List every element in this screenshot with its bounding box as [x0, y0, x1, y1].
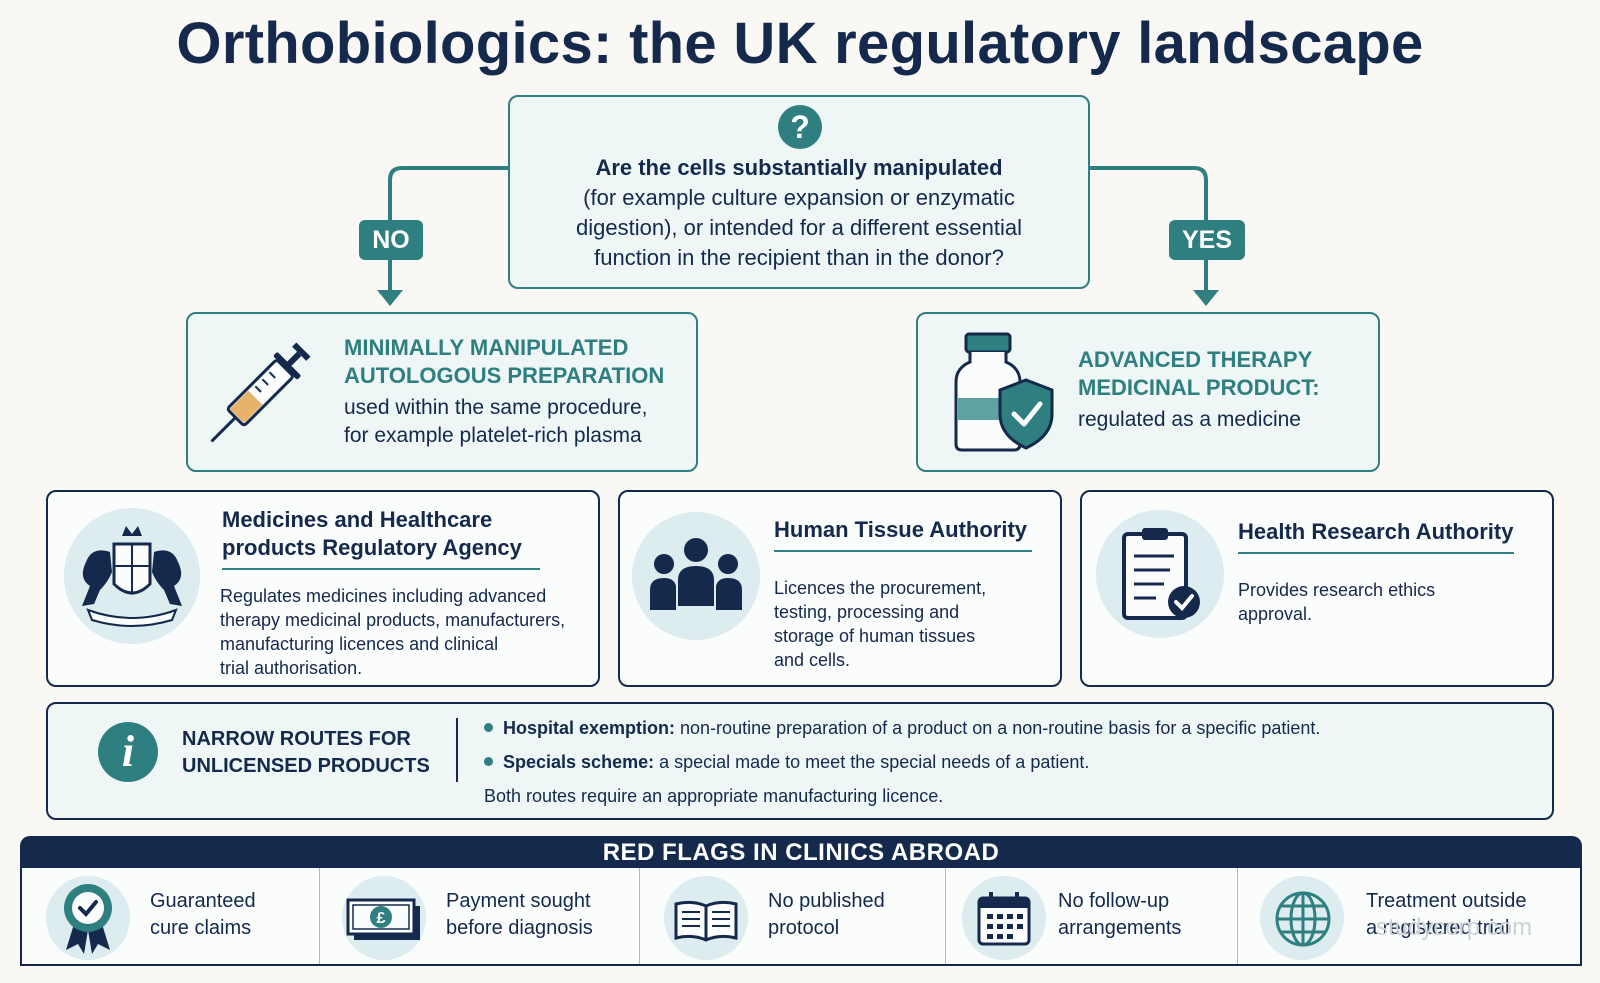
red-flag-line: a registered trial: [1366, 917, 1510, 939]
no-outcome-text: MINIMALLY MANIPULATED AUTOLOGOUS PREPARA…: [344, 334, 684, 450]
no-outcome-body: used within the same procedure,: [344, 396, 648, 419]
question-line: (for example culture expansion or enzyma…: [583, 185, 1015, 210]
hta-line: Licences the procurement,: [774, 578, 987, 598]
hta-line: storage of human tissues: [774, 626, 976, 646]
mhra-line: therapy medicinal products, manufacturer…: [220, 610, 566, 630]
mhra-title: Medicines and Healthcare products Regula…: [222, 506, 540, 570]
page-title: Orthobiologics: the UK regulatory landsc…: [176, 11, 1424, 76]
red-flag-line: No follow-up: [1058, 890, 1170, 912]
yes-outcome-body: regulated as a medicine: [1078, 408, 1301, 431]
yes-outcome-title: ADVANCED THERAPY: [1078, 347, 1313, 372]
authority-card-hra: Health Research Authority Provides resea…: [1080, 490, 1554, 687]
calendar-icon: [977, 892, 1031, 946]
mhra-description: Regulates medicines including advanced t…: [220, 584, 592, 680]
red-flag-line: Guaranteed: [150, 890, 256, 912]
hra-line: Provides research ethics: [1238, 580, 1436, 600]
globe-icon: [1275, 891, 1331, 947]
banknotes-pound-icon: £: [346, 898, 420, 940]
red-flag-text: Payment sought before diagnosis: [446, 888, 593, 942]
no-branch-label: NO: [359, 220, 423, 260]
yes-outcome-text: ADVANCED THERAPY MEDICINAL PRODUCT: regu…: [1078, 346, 1368, 436]
route-item-hospital-exemption: Hospital exemption: non-routine preparat…: [484, 718, 1320, 739]
red-flag-item: £ Payment sought before diagnosis: [320, 868, 640, 964]
red-flag-text: Guaranteed cure claims: [150, 888, 256, 942]
hra-title-line: Health Research Authority: [1238, 518, 1514, 554]
question-lead: Are the cells substantially manipulated: [595, 155, 1003, 180]
route-label: Specials scheme:: [503, 752, 655, 772]
red-flag-line: protocol: [768, 917, 840, 939]
outcome-minimally-manipulated: MINIMALLY MANIPULATED AUTOLOGOUS PREPARA…: [186, 312, 698, 472]
info-icon: i: [98, 722, 158, 782]
decision-question-box: ? Are the cells substantially manipulate…: [508, 95, 1090, 289]
question-line: digestion), or intended for a different …: [576, 215, 1022, 240]
watermark: studycorp.com: [1376, 914, 1533, 941]
hta-line: and cells.: [774, 650, 851, 670]
red-flag-line: cure claims: [150, 917, 252, 939]
award-ribbon-check-icon: [64, 884, 112, 954]
unlicensed-routes-panel: i NARROW ROUTES FOR UNLICENSED PRODUCTS …: [46, 702, 1554, 820]
royal-coat-of-arms-icon: [82, 526, 182, 627]
hta-line: testing, processing and: [774, 602, 960, 622]
red-flags-heading: RED FLAGS IN CLINICS ABROAD: [20, 836, 1582, 870]
clipboard-check-icon: [1122, 528, 1200, 620]
yes-outcome-title: MEDICINAL PRODUCT:: [1078, 375, 1320, 400]
route-text: a special made to meet the special needs…: [654, 752, 1090, 772]
red-flag-text: Treatment outside a registered trial: [1366, 888, 1526, 942]
route-item-specials-scheme: Specials scheme: a special made to meet …: [484, 752, 1089, 773]
hta-title: Human Tissue Authority: [774, 516, 1032, 552]
red-flag-item: No follow-up arrangements: [946, 868, 1238, 964]
red-flag-text: No published protocol: [768, 888, 885, 942]
red-flag-line: Treatment outside: [1366, 890, 1527, 912]
red-flag-item: Guaranteed cure claims: [22, 868, 320, 964]
routes-divider: [456, 718, 458, 782]
hra-title: Health Research Authority: [1238, 518, 1514, 554]
mhra-line: manufacturing licences and clinical: [220, 634, 499, 654]
question-line: function in the recipient than in the do…: [594, 245, 1004, 270]
routes-heading: NARROW ROUTES FOR UNLICENSED PRODUCTS: [182, 726, 430, 780]
routes-note: Both routes require an appropriate manuf…: [484, 786, 944, 806]
red-flag-line: before diagnosis: [446, 917, 593, 939]
mhra-title-line: products Regulatory Agency: [222, 534, 540, 570]
routes-heading-line: NARROW ROUTES FOR: [182, 728, 411, 750]
hra-line: approval.: [1238, 604, 1313, 624]
no-outcome-title: AUTOLOGOUS PREPARATION: [344, 363, 665, 388]
routes-heading-line: UNLICENSED PRODUCTS: [182, 755, 430, 777]
no-outcome-body: for example platelet-rich plasma: [344, 424, 642, 447]
route-text: non-routine preparation of a product on …: [675, 718, 1321, 738]
red-flag-line: Payment sought: [446, 890, 591, 912]
syringe-icon: [210, 342, 311, 443]
authority-card-hta: Human Tissue Authority Licences the proc…: [618, 490, 1062, 687]
svg-text:£: £: [377, 910, 386, 927]
open-book-icon: [674, 900, 738, 942]
hta-title-line: Human Tissue Authority: [774, 516, 1032, 552]
mhra-title-line: Medicines and Healthcare: [222, 507, 493, 532]
red-flag-text: No follow-up arrangements: [1058, 888, 1181, 942]
authority-card-mhra: Medicines and Healthcare products Regula…: [46, 490, 600, 687]
red-flags-row: Guaranteed cure claims £ Payment sought …: [20, 868, 1582, 966]
hra-description: Provides research ethics approval.: [1238, 578, 1518, 626]
red-flag-item: Treatment outside a registered trial: [1238, 868, 1580, 964]
mhra-line: Regulates medicines including advanced: [220, 586, 547, 606]
decision-question: Are the cells substantially manipulated …: [520, 153, 1078, 273]
red-flag-line: arrangements: [1058, 917, 1182, 939]
question-mark-icon: ?: [778, 105, 822, 149]
hta-description: Licences the procurement, testing, proce…: [774, 576, 1044, 672]
outcome-advanced-therapy: ADVANCED THERAPY MEDICINAL PRODUCT: regu…: [916, 312, 1380, 472]
mhra-line: trial authorisation.: [220, 658, 363, 678]
red-flag-item: No published protocol: [640, 868, 946, 964]
yes-branch-label: YES: [1169, 220, 1245, 260]
no-outcome-title: MINIMALLY MANIPULATED: [344, 335, 629, 360]
people-group-icon: [650, 538, 742, 610]
route-label: Hospital exemption:: [503, 718, 676, 738]
red-flag-line: No published: [768, 890, 885, 912]
vial-shield-icon: [954, 332, 1054, 452]
